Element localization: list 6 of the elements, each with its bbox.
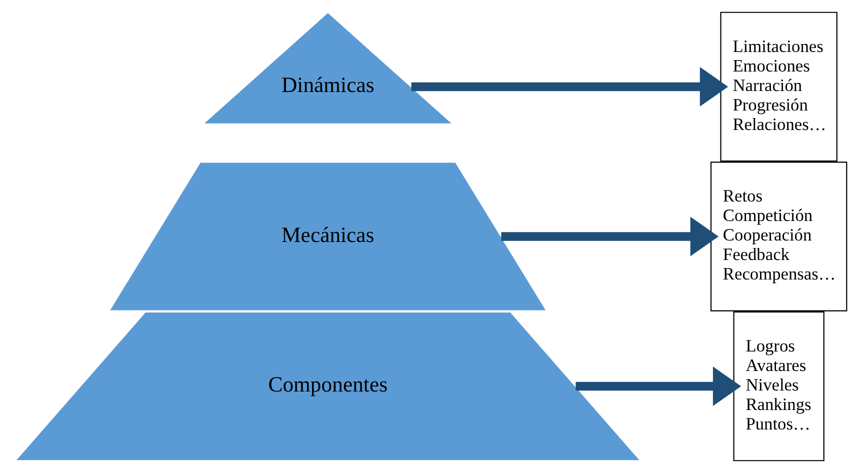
node-box: Retos Competición Cooperación Feedback Recompensas… — [710, 162, 847, 312]
arrow — [410, 67, 728, 106]
arrow — [500, 216, 718, 256]
node-box: Limitaciones Emociones Narración Progresión Relaciones… — [720, 12, 837, 162]
node-box: Logros Avatares Niveles Rankings Puntos… — [732, 311, 824, 462]
arrow — [575, 366, 741, 406]
